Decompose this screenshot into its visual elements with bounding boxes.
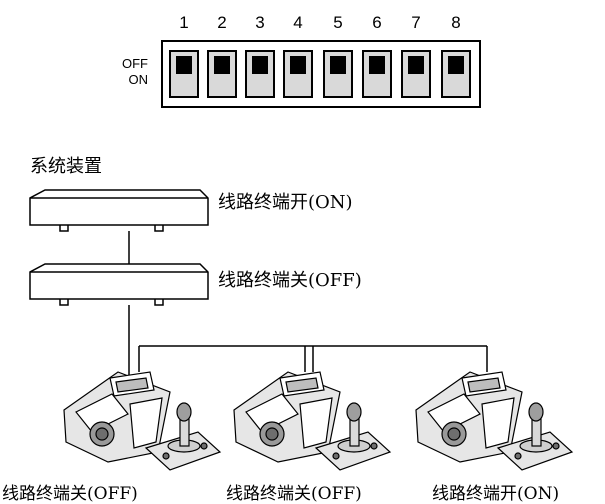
controller2-termination-label: 线路终端关(OFF) <box>226 484 362 504</box>
dip-off-label: OFF <box>122 56 148 71</box>
controller-unit-1 <box>63 371 222 471</box>
dip-number-2: 2 <box>217 13 226 32</box>
dip-knob-8 <box>448 56 464 74</box>
control-keyboard <box>233 371 341 463</box>
dip-slot-2 <box>207 50 237 98</box>
device1-termination-label: 线路终端开(ON) <box>218 192 353 213</box>
system-device-1 <box>29 189 209 232</box>
system-title: 系统装置 <box>30 156 102 177</box>
control-joystick <box>496 402 574 471</box>
control-keyboard <box>63 371 171 463</box>
bus-wiring <box>128 305 488 375</box>
control-joystick <box>314 402 392 471</box>
control-keyboard <box>415 371 523 463</box>
dip-slot-5 <box>323 50 353 98</box>
dip-slot-7 <box>401 50 431 98</box>
dip-slot-1 <box>169 50 199 98</box>
dip-number-6: 6 <box>372 13 381 32</box>
dip-knob-5 <box>330 56 346 74</box>
control-joystick <box>144 402 222 471</box>
controller-unit-2 <box>233 371 392 471</box>
dip-number-4: 4 <box>293 13 302 32</box>
dip-slot-8 <box>441 50 471 98</box>
system-device-2 <box>29 263 209 306</box>
dip-switch-slots <box>169 50 471 98</box>
dip-knob-6 <box>369 56 385 74</box>
dip-slot-6 <box>362 50 392 98</box>
dip-knob-3 <box>252 56 268 74</box>
dip-slot-3 <box>245 50 275 98</box>
dip-slot-4 <box>283 50 313 98</box>
dip-number-8: 8 <box>451 13 460 32</box>
dip-position-numbers: 1 2 3 4 5 6 7 8 <box>179 13 460 32</box>
dip-on-label: ON <box>129 72 149 87</box>
dip-number-1: 1 <box>179 13 188 32</box>
device2-termination-label: 线路终端关(OFF) <box>218 270 362 291</box>
dip-number-5: 5 <box>333 13 342 32</box>
dip-number-7: 7 <box>411 13 420 32</box>
dip-number-3: 3 <box>255 13 264 32</box>
dip-knob-1 <box>176 56 192 74</box>
dip-knob-2 <box>214 56 230 74</box>
dip-knob-7 <box>408 56 424 74</box>
controller1-termination-label: 线路终端关(OFF) <box>2 484 138 504</box>
dip-knob-4 <box>290 56 306 74</box>
controller3-termination-label: 线路终端开(ON) <box>432 484 559 504</box>
controller-unit-3 <box>415 371 574 471</box>
dip-switch: 1 2 3 4 5 6 7 8 OFF ON <box>122 13 481 108</box>
